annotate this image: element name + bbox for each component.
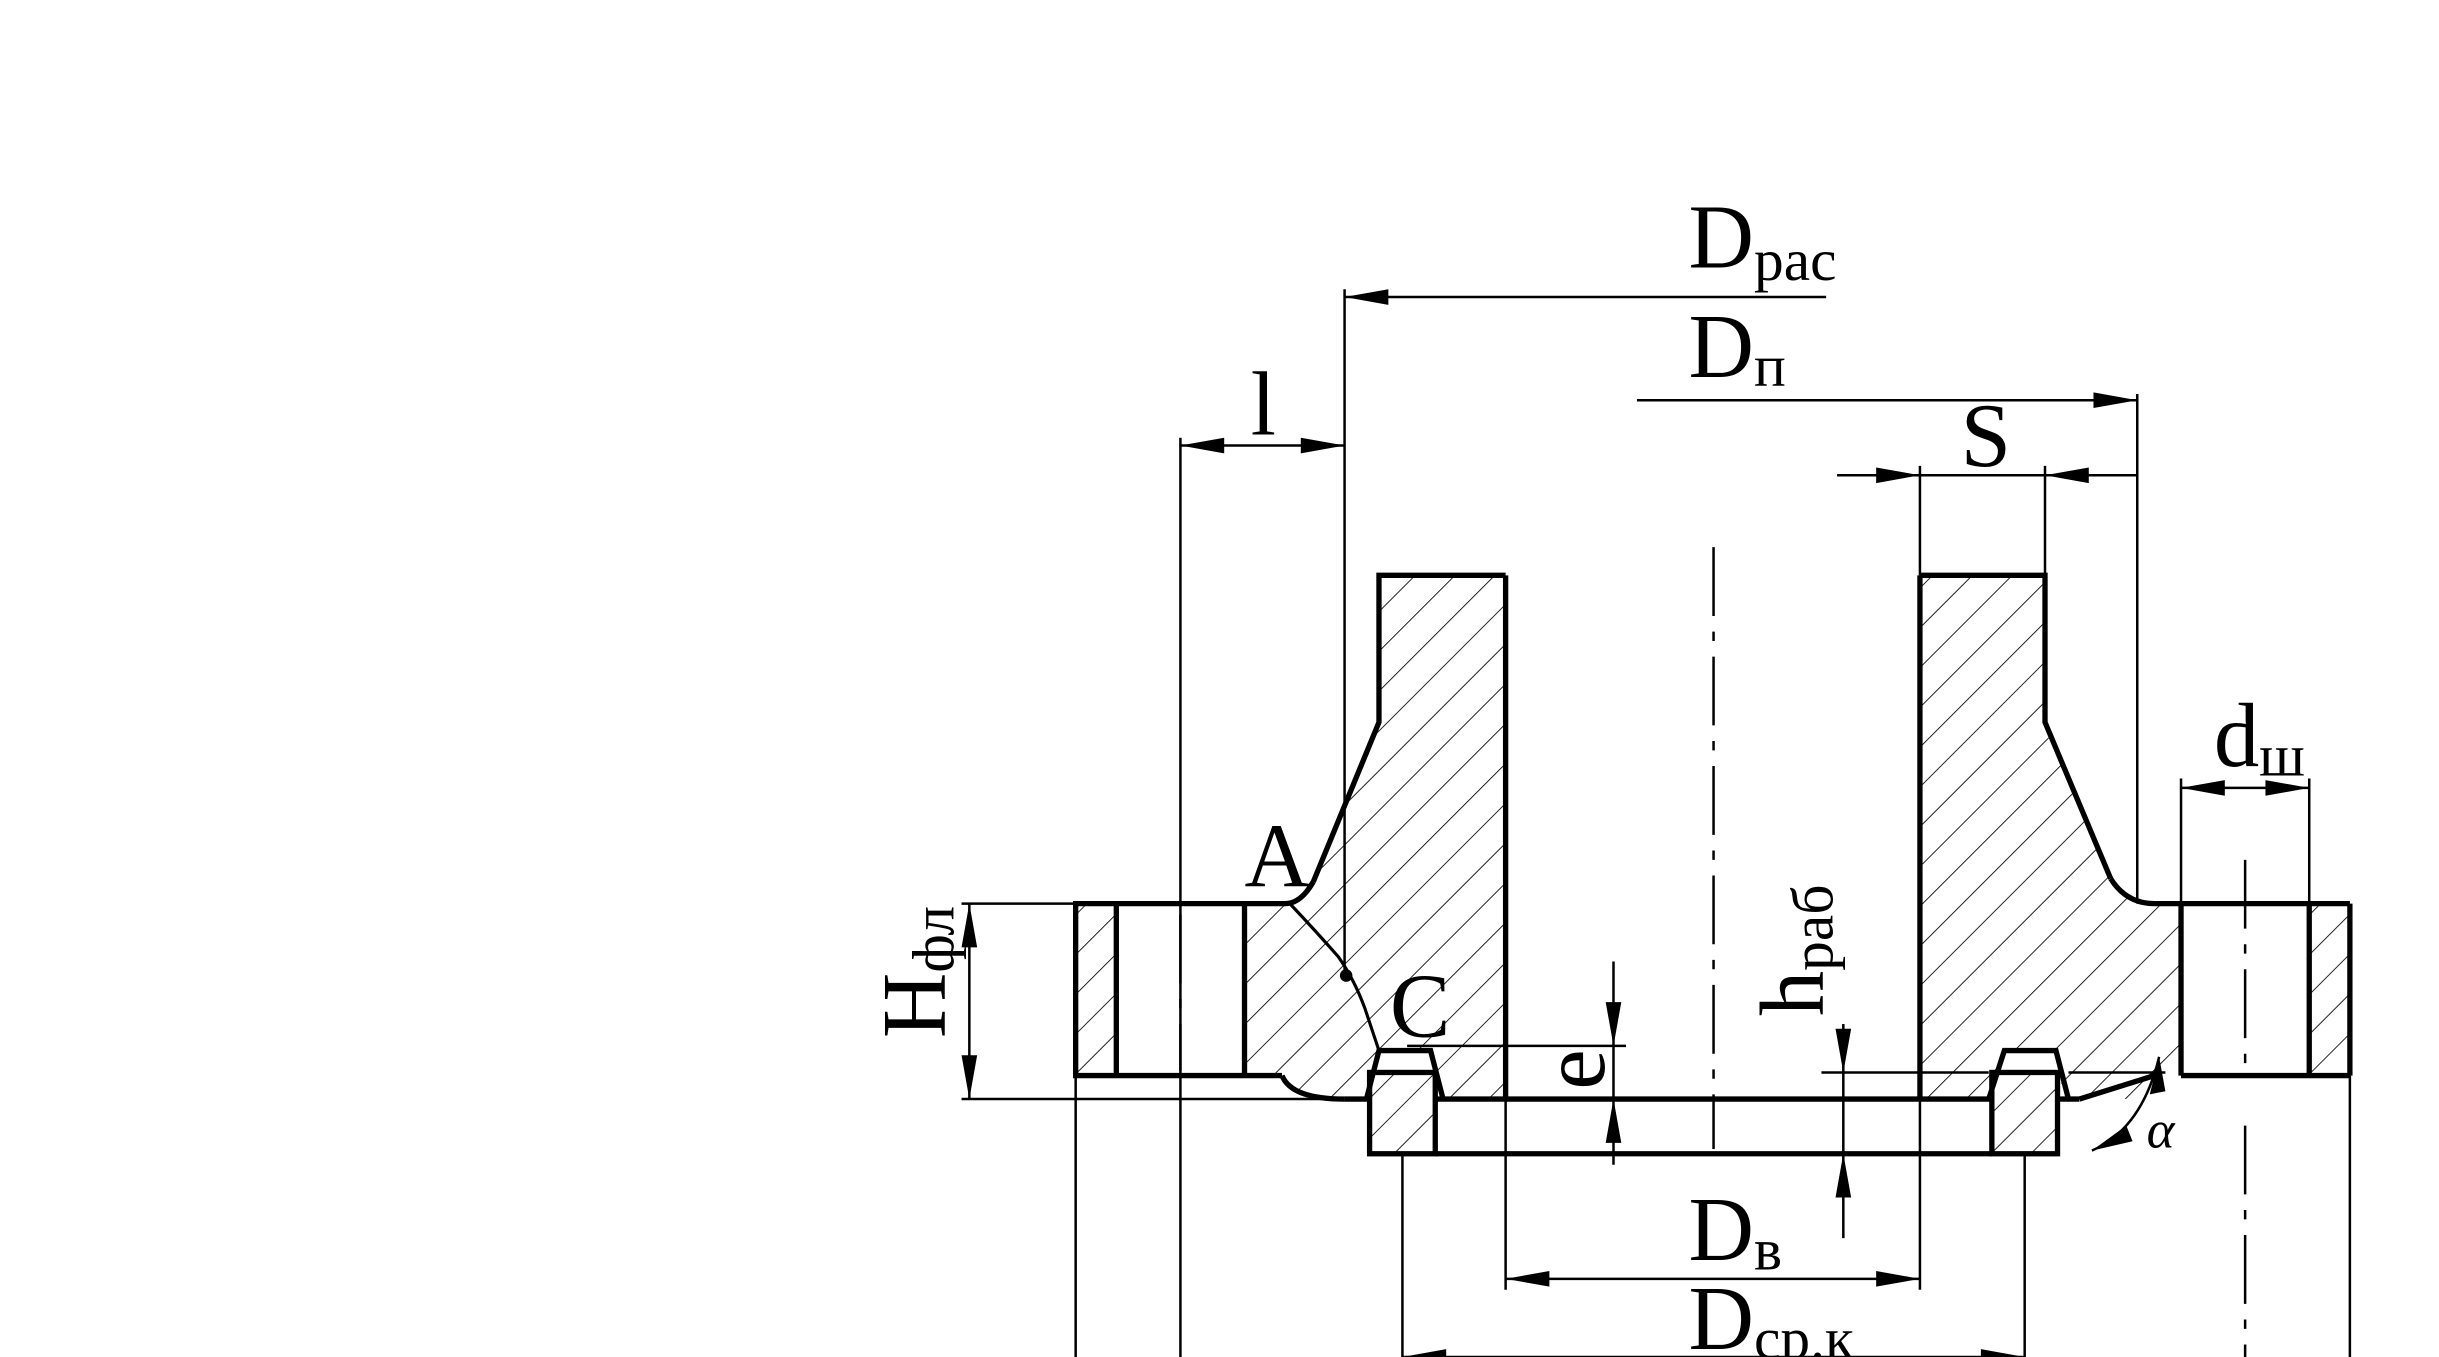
point-marker — [1339, 969, 1353, 982]
label-point-c: C — [1390, 956, 1450, 1057]
label-d-v: Dв — [1689, 1179, 1783, 1282]
label-l: l — [1251, 354, 1276, 455]
label-e: e — [1523, 1049, 1624, 1089]
extension-lines — [961, 289, 2352, 1357]
label-s: S — [1961, 385, 2011, 486]
label-d-ras: Dрас — [1689, 186, 1837, 293]
section-hatching — [1075, 575, 2350, 1154]
label-h-fl: Hфл — [863, 906, 966, 1038]
label-d-p: Dп — [1689, 296, 1786, 399]
label-d-sh: dш — [2214, 685, 2305, 788]
label-alpha: α — [2147, 1102, 2176, 1160]
label-h-rab: hраб — [1742, 885, 1845, 1017]
dimension-lines — [961, 289, 2310, 1357]
label-d-srk: Dср.к — [1689, 1268, 1854, 1357]
label-point-a: A — [1245, 805, 1310, 906]
